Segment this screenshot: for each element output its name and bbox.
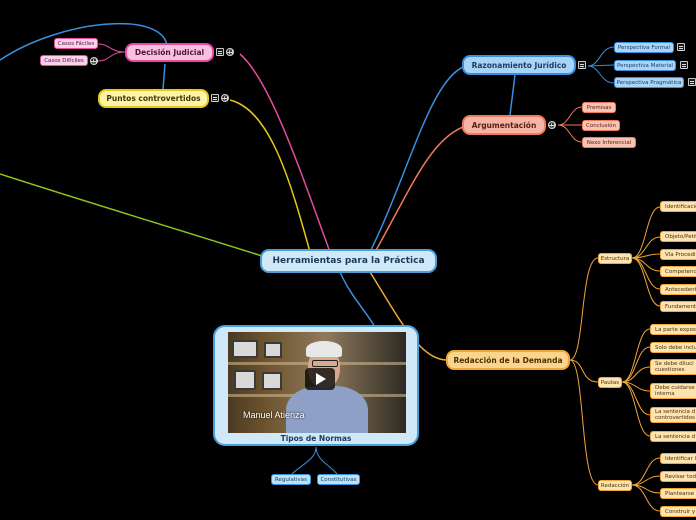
casos-dificiles[interactable]: Casos Difíciles [40, 55, 88, 66]
pautas-node[interactable]: Pautas [598, 377, 622, 388]
pautas-item[interactable]: La sentencia d [650, 431, 696, 442]
redaccion-node[interactable]: Redacción [598, 480, 632, 491]
globe-icon[interactable] [221, 94, 229, 102]
estructura-node[interactable]: Estructura [598, 253, 632, 264]
perspectiva-pragmatica[interactable]: Perspectiva Pragmática [614, 77, 684, 88]
perspectiva-material[interactable]: Perspectiva Material [614, 60, 676, 71]
central-topic[interactable]: Herramientas para la Práctica [260, 249, 437, 273]
premisas[interactable]: Premisas [582, 102, 616, 113]
notes-icon[interactable] [578, 61, 586, 69]
notes-icon[interactable] [677, 43, 685, 51]
globe-icon[interactable] [90, 57, 98, 65]
razonamiento-juridico-node[interactable]: Razonamiento Jurídico [462, 55, 576, 75]
video-thumbnail[interactable]: Manuel Atienza [228, 332, 406, 433]
redaccion-demanda-node[interactable]: Redacción de la Demanda [446, 350, 570, 370]
nexo-inferencial[interactable]: Nexo Inferencial [582, 137, 636, 148]
argumentacion-node[interactable]: Argumentación [462, 115, 546, 135]
redaccion-item[interactable]: Plantearse v [660, 488, 696, 499]
globe-icon[interactable] [548, 121, 556, 129]
notes-icon[interactable] [688, 78, 696, 86]
video-node[interactable]: Manuel Atienza Tipos de Normas [213, 325, 419, 446]
decision-judicial-node[interactable]: Decisión Judicial [125, 43, 214, 62]
video-caption: Manuel Atienza [243, 410, 305, 420]
video-title: Tipos de Normas [215, 434, 417, 443]
notes-icon[interactable] [680, 61, 688, 69]
puntos-controvertidos-node[interactable]: Puntos controvertidos [98, 89, 209, 108]
redaccion-item[interactable]: Revisar toda [660, 471, 696, 482]
conclusion[interactable]: Conclusión [582, 120, 620, 131]
estructura-item[interactable]: Identificació [660, 201, 696, 212]
estructura-item[interactable]: Competenc [660, 266, 696, 277]
estructura-item[interactable]: Vía Procedi [660, 249, 696, 260]
pautas-item[interactable]: La parte exposi [650, 324, 696, 335]
notes-icon[interactable] [211, 94, 219, 102]
estructura-item[interactable]: Antecedent [660, 284, 696, 295]
regulativas[interactable]: Regulativas [271, 474, 311, 485]
play-icon[interactable] [305, 368, 335, 390]
constitutivas[interactable]: Constitutivas [317, 474, 360, 485]
redaccion-item[interactable]: Construir y [660, 506, 696, 517]
pautas-item[interactable]: Solo debe inclu [650, 342, 696, 353]
estructura-item[interactable]: Fundament [660, 301, 696, 312]
perspectiva-formal[interactable]: Perspectiva Formal [614, 42, 674, 53]
globe-icon[interactable] [226, 48, 234, 56]
notes-icon[interactable] [216, 48, 224, 56]
casos-faciles[interactable]: Casos Fáciles [54, 38, 98, 49]
estructura-item[interactable]: Objeto/Petit [660, 231, 696, 242]
redaccion-item[interactable]: Identificar lo [660, 453, 696, 464]
